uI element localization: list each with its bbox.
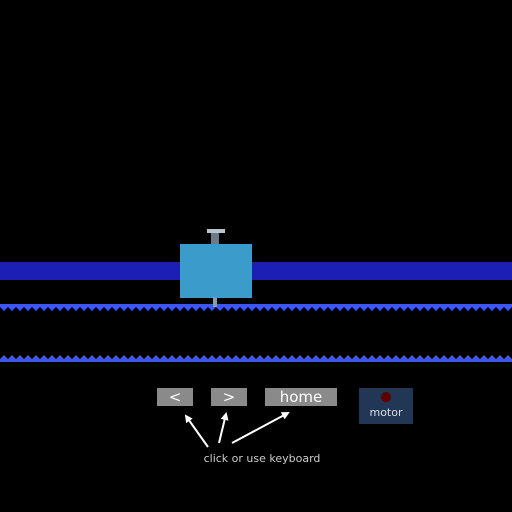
carriage-block[interactable] xyxy=(180,244,252,298)
arrow-to-home-button-icon xyxy=(231,412,290,444)
move-left-button[interactable]: < xyxy=(157,388,193,406)
motor-toggle[interactable]: motor xyxy=(359,388,413,424)
rail-track xyxy=(0,262,512,280)
motor-label: motor xyxy=(369,406,403,419)
move-right-button[interactable]: > xyxy=(211,388,247,406)
arrow-to-right-button-icon xyxy=(218,412,229,444)
carriage-knob-cap xyxy=(207,229,225,233)
carriage-knob xyxy=(211,233,219,245)
motor-status-led xyxy=(381,392,391,402)
hint-text: click or use keyboard xyxy=(203,452,321,465)
belt-bottom xyxy=(0,355,512,362)
home-button[interactable]: home xyxy=(265,388,337,406)
carriage-pointer xyxy=(213,297,217,307)
arrow-to-left-button-icon xyxy=(184,414,209,448)
belt-top xyxy=(0,304,512,311)
